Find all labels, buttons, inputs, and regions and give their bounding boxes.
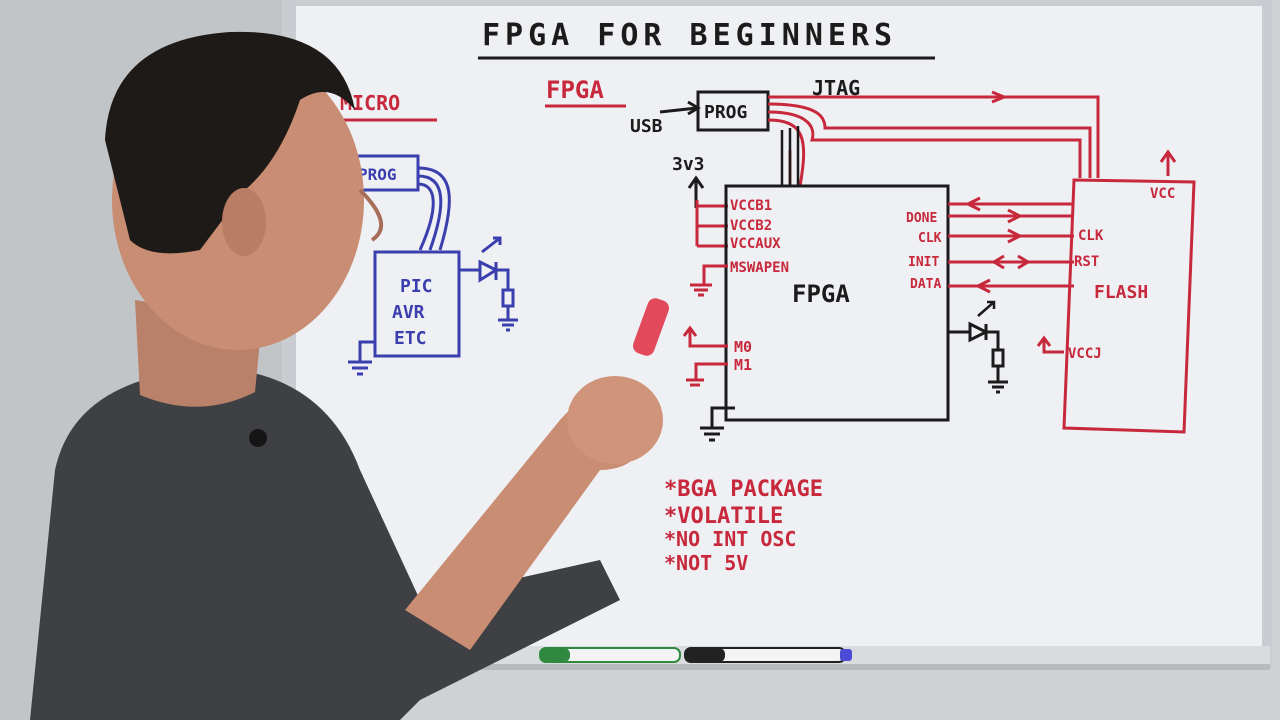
flash-label: FLASH [1094, 282, 1148, 303]
presenter-ear [222, 188, 266, 256]
presenter-hair [105, 31, 355, 254]
flash-pin-clk: CLK [1078, 228, 1104, 244]
note-no-osc: *NO INT OSC [664, 527, 796, 551]
markers [539, 647, 852, 663]
pin-done: DONE [906, 211, 937, 226]
note-not-5v: *NOT 5V [664, 551, 748, 575]
fpga-led-arrows [977, 300, 996, 317]
flash-chip [1062, 178, 1196, 434]
presenter-arm [405, 395, 650, 650]
fpga-chip [724, 184, 950, 422]
pin-clk: CLK [918, 231, 942, 246]
micro-chip-box [373, 250, 461, 358]
pin-vccb1: VCCB1 [730, 198, 772, 214]
micro-led-arrows [481, 236, 502, 254]
fpga-ground [700, 406, 735, 442]
micro-chip-line-2: AVR [392, 302, 425, 323]
marker-in-hand [632, 298, 670, 356]
micro-chip-line-3: ETC [394, 328, 427, 349]
presenter [30, 31, 670, 720]
mode-pins-wiring [682, 325, 728, 387]
green-marker-cap [540, 648, 570, 662]
pin-vccaux: VCCAUX [730, 236, 781, 252]
fpga-chip-label: FPGA [792, 280, 850, 308]
pin-data: DATA [910, 277, 941, 292]
presenter-hand [567, 376, 663, 464]
pin-vccb2: VCCB2 [730, 218, 772, 234]
blue-marker-cap [840, 649, 852, 661]
presenter-nose [358, 188, 383, 242]
supply-rail [695, 200, 728, 248]
jtag-cables [767, 90, 1100, 187]
prog-label: PROG [704, 102, 747, 123]
tray-edge [300, 664, 1270, 670]
vccj-arrow [1036, 335, 1064, 354]
lapel-microphone [249, 429, 267, 447]
flash-vcc-arrow [1159, 149, 1177, 176]
note-bga: *BGA PACKAGE [664, 477, 823, 502]
fpga-heading: FPGA [546, 76, 604, 104]
note-volatile: *VOLATILE [664, 504, 783, 529]
micro-ground [348, 340, 375, 376]
flash-pin-vccj: VCCJ [1068, 346, 1102, 362]
usb-label: USB [630, 116, 663, 137]
black-marker-cap [685, 648, 725, 662]
fpga-led-circuit [948, 321, 1008, 394]
flash-pin-rst: RST [1074, 254, 1099, 270]
micro-prog-cable [417, 166, 451, 251]
pin-m0: M0 [734, 338, 752, 356]
supply-label: 3v3 [672, 154, 705, 175]
pin-mswapen: MSWAPEN [730, 260, 789, 276]
micro-led-circuit [459, 259, 518, 332]
usb-arrow [659, 106, 698, 114]
pin-m1: M1 [734, 356, 752, 374]
board-title: FPGA FOR BEGINNERS [482, 18, 897, 53]
micro-chip-line-1: PIC [400, 276, 433, 297]
flash-signal-lines [948, 196, 1074, 294]
micro-prog-label: PROG [358, 165, 397, 184]
flash-vcc-label: VCC [1150, 186, 1175, 202]
pin-init: INIT [908, 255, 939, 270]
mswapen-ground [690, 264, 728, 297]
prog-fpga-cable [780, 126, 800, 186]
